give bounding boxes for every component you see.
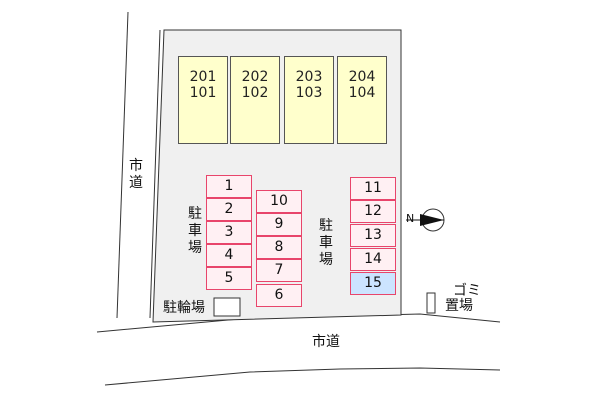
parking-slot: 9 xyxy=(256,213,302,236)
parking-slot: 5 xyxy=(206,267,252,290)
parking-slot-highlighted: 15 xyxy=(350,272,396,295)
unit-lower-label: 101 xyxy=(189,85,217,101)
garbage-area-label: ゴミ 置場 xyxy=(445,284,481,314)
parking-slot: 10 xyxy=(256,190,302,213)
parking-slot: 6 xyxy=(256,284,302,307)
parking-slot: 11 xyxy=(350,177,396,200)
garbage-label-line2: 置場 xyxy=(445,298,473,314)
unit-block-3: 203 103 xyxy=(284,56,334,144)
north-compass-icon xyxy=(406,208,445,232)
bicycle-parking-box xyxy=(213,297,241,317)
city-road-bottom-label: 市道 xyxy=(312,334,340,350)
parking-slot: 7 xyxy=(256,259,302,282)
unit-upper-label: 202 xyxy=(241,69,269,85)
entrance-notch-2 xyxy=(258,144,284,160)
parking-slot: 4 xyxy=(206,244,252,267)
unit-upper-label: 204 xyxy=(348,69,376,85)
unit-lower-label: 104 xyxy=(348,85,376,101)
city-road-left-label: 市道 xyxy=(129,158,143,191)
parking-slot: 13 xyxy=(350,224,396,247)
parking-slot: 8 xyxy=(256,236,302,259)
garbage-box xyxy=(426,292,436,314)
parking-left-label: 駐車場 xyxy=(188,206,202,256)
bicycle-parking-label: 駐輪場 xyxy=(163,300,205,316)
unit-block-1: 201 101 xyxy=(178,56,228,144)
north-label: N xyxy=(406,212,415,225)
entrance-notch-3 xyxy=(310,144,336,160)
entrance-notch-1 xyxy=(205,144,231,160)
parking-slot: 14 xyxy=(350,248,396,271)
bottom-road-edge-lower xyxy=(104,367,501,386)
garbage-label-line1: ゴミ xyxy=(453,283,481,299)
unit-upper-label: 203 xyxy=(295,69,323,85)
unit-block-2: 202 102 xyxy=(230,56,280,144)
unit-lower-label: 102 xyxy=(241,85,269,101)
unit-upper-label: 201 xyxy=(189,69,217,85)
parking-slot: 1 xyxy=(206,175,252,198)
parking-slot: 2 xyxy=(206,198,252,221)
entrance-notch-4 xyxy=(362,144,388,160)
parking-right-label: 駐車場 xyxy=(319,218,333,268)
left-road-edge-inner xyxy=(149,29,161,319)
unit-lower-label: 103 xyxy=(295,85,323,101)
unit-block-4: 204 104 xyxy=(337,56,387,144)
parking-slot: 3 xyxy=(206,221,252,244)
left-road-edge-outer xyxy=(116,11,129,319)
parking-slot: 12 xyxy=(350,200,396,223)
